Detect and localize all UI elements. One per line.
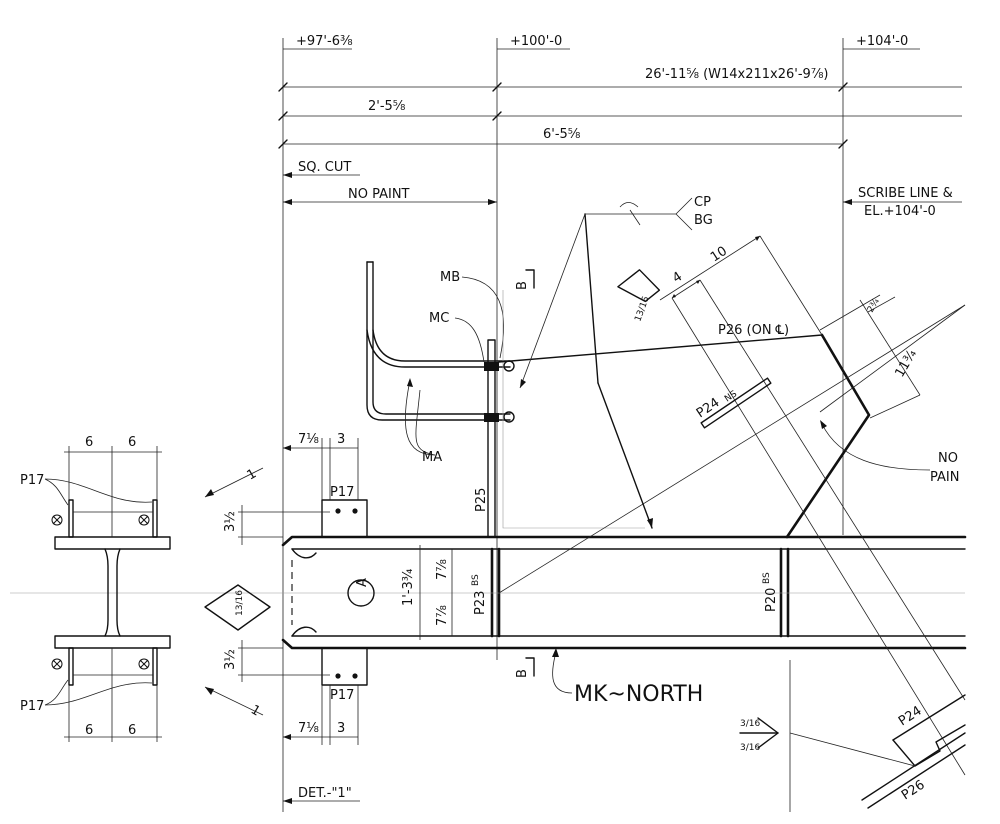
diagonal-brace bbox=[498, 197, 966, 776]
dim-brace-10: 10 bbox=[708, 244, 730, 266]
weld-top: 3/16 bbox=[740, 719, 760, 729]
mark-p26: P26 (ON ℄) bbox=[718, 323, 789, 338]
mk-north-arrow bbox=[552, 648, 559, 657]
section-b-bot: B bbox=[515, 669, 530, 678]
det-arrow bbox=[283, 798, 292, 804]
main-beam bbox=[281, 535, 967, 650]
elevation-left: +97'-6⅜ bbox=[296, 34, 353, 49]
top-dimension-lines bbox=[278, 48, 962, 205]
mark-p23-sup: BS bbox=[471, 574, 481, 586]
note-scribe-2: EL.+104'-0 bbox=[864, 204, 936, 219]
bottom-brace-detail bbox=[739, 694, 966, 809]
note-no-paint-right-1: NO bbox=[938, 451, 958, 466]
dim-plate-gap-bot: 3 bbox=[337, 721, 345, 736]
mark-p17-left-top: P17 bbox=[20, 473, 44, 488]
dim-flange-right-top: 6 bbox=[128, 435, 136, 450]
note-cp: CP bbox=[694, 195, 711, 210]
mark-p17-top: P17 bbox=[330, 485, 354, 500]
mark-p20: P20 bbox=[764, 588, 779, 612]
mark-p23: P23 bbox=[473, 591, 488, 615]
dim-depth: 1'-3¾ bbox=[401, 568, 416, 606]
section-b-markers bbox=[525, 269, 535, 677]
dim-to-ref: 2'-5⅝ bbox=[368, 99, 406, 114]
section-view bbox=[44, 446, 171, 742]
mark-p17-left-bot: P17 bbox=[20, 699, 44, 714]
dim-brace-top-small: 2¾ bbox=[866, 297, 882, 315]
mark-p24-br: P24 bbox=[896, 703, 925, 729]
section-1-bot: 1 bbox=[248, 702, 263, 719]
dim-to-end: 6'-5⅝ bbox=[543, 127, 581, 142]
extension-lines bbox=[282, 38, 844, 812]
weld-bot: 3/16 bbox=[740, 743, 760, 753]
note-scribe-1: SCRIBE LINE & bbox=[858, 186, 953, 201]
note-bg: BG bbox=[694, 213, 713, 228]
flange-plates bbox=[283, 438, 368, 745]
mark-ma: MA bbox=[422, 450, 442, 465]
mark-p17-bot: P17 bbox=[330, 688, 354, 703]
section-1-top: 1 bbox=[245, 466, 260, 483]
mk-north-leader bbox=[552, 651, 573, 694]
dim-half-bot: 7⅞ bbox=[435, 605, 450, 626]
note-det: DET.-"1" bbox=[298, 786, 352, 801]
section-arrows bbox=[204, 467, 264, 716]
note-sq-cut: SQ. CUT bbox=[298, 160, 351, 175]
mark-p24-sup: NS bbox=[723, 389, 739, 404]
edge-dimensions bbox=[238, 505, 330, 682]
section-b-top: B bbox=[515, 281, 530, 290]
note-mk-north: MK~NORTH bbox=[574, 682, 703, 707]
weld-diamond-left-label: 13/16 bbox=[235, 590, 245, 616]
dim-flange-left-bot: 6 bbox=[85, 723, 93, 738]
dim-brace-4: 4 bbox=[670, 269, 685, 286]
mark-p20-sup: BS bbox=[762, 572, 772, 584]
elevation-mid: +100'-0 bbox=[510, 34, 562, 49]
dim-plate-width-top: 7⅛ bbox=[298, 432, 319, 447]
dim-brace-11: 11¾ bbox=[892, 347, 920, 380]
post-and-rods bbox=[366, 261, 515, 538]
mark-p25: P25 bbox=[474, 488, 489, 512]
dim-plate-gap-top: 3 bbox=[337, 432, 345, 447]
dim-half-top: 7⅞ bbox=[435, 559, 450, 580]
dim-edge-bot: 3½ bbox=[223, 649, 238, 670]
elevation-right: +104'-0 bbox=[856, 34, 908, 49]
dim-overall: 26'-11⅝ (W14x211x26'-9⅞) bbox=[645, 67, 829, 82]
dim-plate-width-bot: 7⅛ bbox=[298, 721, 319, 736]
mark-mc: MC bbox=[429, 311, 449, 326]
note-no-paint: NO PAINT bbox=[348, 187, 410, 202]
weld-diamond-left bbox=[204, 584, 271, 631]
note-no-paint-right-2: PAIN bbox=[930, 470, 959, 485]
dim-flange-left-top: 6 bbox=[85, 435, 93, 450]
detail-a-circle bbox=[347, 579, 375, 607]
dim-flange-right-bot: 6 bbox=[128, 723, 136, 738]
mark-p26-br: P26 bbox=[899, 777, 928, 803]
weld-diamond-top-label: 13/16 bbox=[633, 295, 651, 323]
detail-a-label: A bbox=[355, 578, 370, 587]
paint-boundary bbox=[502, 290, 645, 529]
depth-dimensions bbox=[419, 545, 453, 640]
dim-edge-top: 3½ bbox=[223, 511, 238, 532]
mark-mb: MB bbox=[440, 270, 460, 285]
